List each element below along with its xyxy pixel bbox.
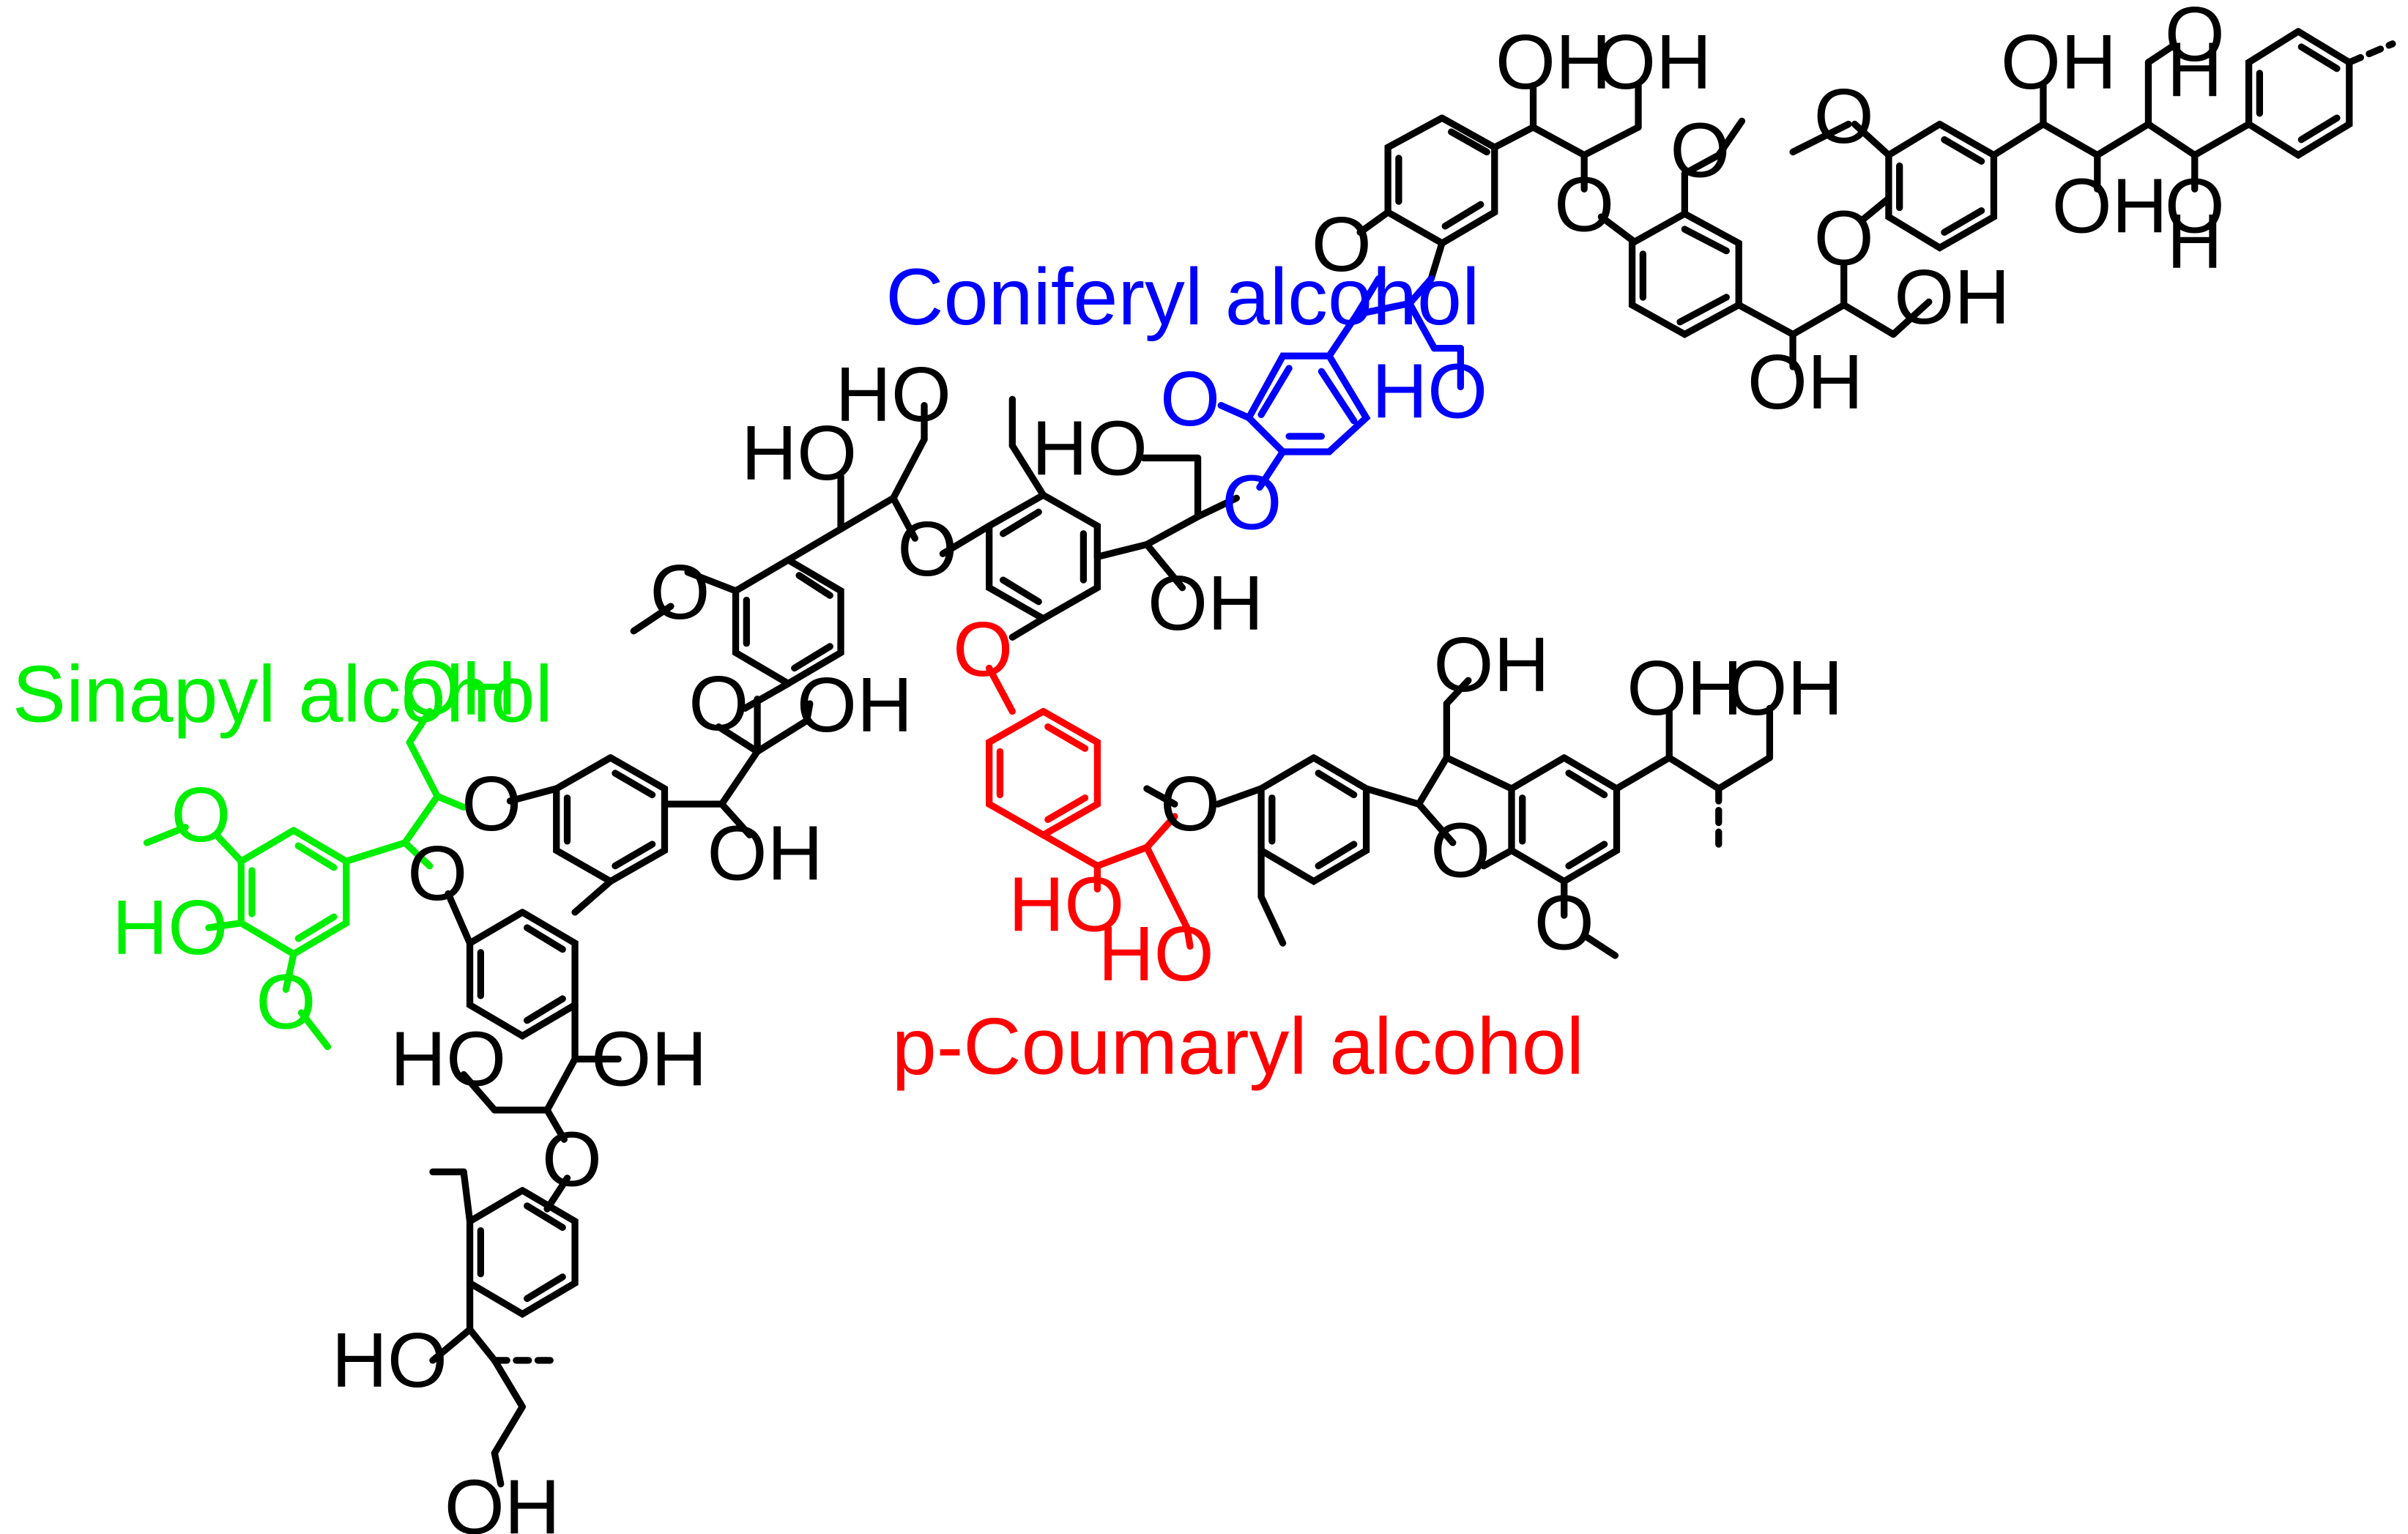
o-label: O xyxy=(2165,0,2225,78)
ho-label: HO xyxy=(1032,406,1148,492)
o-label: O xyxy=(461,761,521,847)
oh-label: OH xyxy=(2001,19,2117,105)
ho-label: HO xyxy=(332,1317,447,1404)
ho-label: HO xyxy=(390,1016,506,1102)
oh-label: OH xyxy=(1495,19,1611,105)
o-label: O xyxy=(953,606,1013,693)
o-label: O xyxy=(1430,807,1490,893)
ho-label: HO xyxy=(741,410,857,496)
ho-label: HO xyxy=(1008,861,1124,947)
o-label: O xyxy=(407,830,467,917)
o-label: O xyxy=(1160,761,1220,847)
h-label: H xyxy=(2167,198,2223,285)
oh-label: OH xyxy=(1148,560,1263,647)
ho-label: HO xyxy=(112,885,228,971)
o-label: O xyxy=(1814,73,1874,160)
o-label: O xyxy=(1160,356,1220,442)
oh-label: OH xyxy=(1747,339,1863,425)
o-label: O xyxy=(1814,196,1874,282)
sinapyl-unit xyxy=(143,707,467,1051)
h-label: H xyxy=(2167,27,2223,113)
oh-label: OH xyxy=(2052,163,2168,249)
oh-label: OH xyxy=(707,811,823,897)
o-label: O xyxy=(1670,107,1730,193)
blue-atom-labels: O O HO xyxy=(1160,349,1487,546)
o-label: O xyxy=(542,1117,602,1203)
o-label: O xyxy=(256,958,316,1045)
sinapyl-caption: Sinapyl alcohol xyxy=(12,649,553,739)
black-atom-labels: OH OH O O O O O OH OH OH OH O H O H HO H… xyxy=(332,0,2225,1534)
o-label: O xyxy=(897,506,957,592)
coniferyl-unit xyxy=(1217,275,1464,491)
o-label: O xyxy=(1222,460,1282,546)
oh-label: OH xyxy=(1627,645,1742,731)
oh-label: OH xyxy=(445,1464,560,1534)
oh-label: OH xyxy=(797,662,913,748)
coniferyl-caption: Coniferyl alcohol xyxy=(885,253,1479,342)
oh-label: OH xyxy=(1894,254,2010,340)
oh-label: OH xyxy=(401,645,517,731)
o-label: O xyxy=(650,549,710,636)
oh-label: OH xyxy=(1596,19,1712,105)
o-label: O xyxy=(2165,163,2225,249)
ho-label: HO xyxy=(836,351,951,438)
red-atom-labels: O HO HO xyxy=(953,606,1214,997)
oh-label: OH xyxy=(591,1016,707,1102)
o-label: O xyxy=(1554,161,1614,247)
benzofuran-ring-top xyxy=(1384,114,1498,247)
o-label: O xyxy=(171,772,231,858)
oh-label: OH xyxy=(1433,622,1549,708)
ho-label: HO xyxy=(1372,349,1487,435)
oh-label: OH xyxy=(1727,645,1843,731)
green-atom-labels: OH O HO O xyxy=(112,645,517,1045)
o-label: O xyxy=(1534,880,1594,967)
backbone-bonds xyxy=(429,28,2396,1488)
ho-label: HO xyxy=(1098,911,1214,997)
o-label: O xyxy=(688,660,748,747)
o-label: O xyxy=(1312,201,1372,288)
coumaryl-caption: p-Coumaryl alcohol xyxy=(892,1002,1584,1091)
coumaryl-unit xyxy=(986,664,1194,950)
